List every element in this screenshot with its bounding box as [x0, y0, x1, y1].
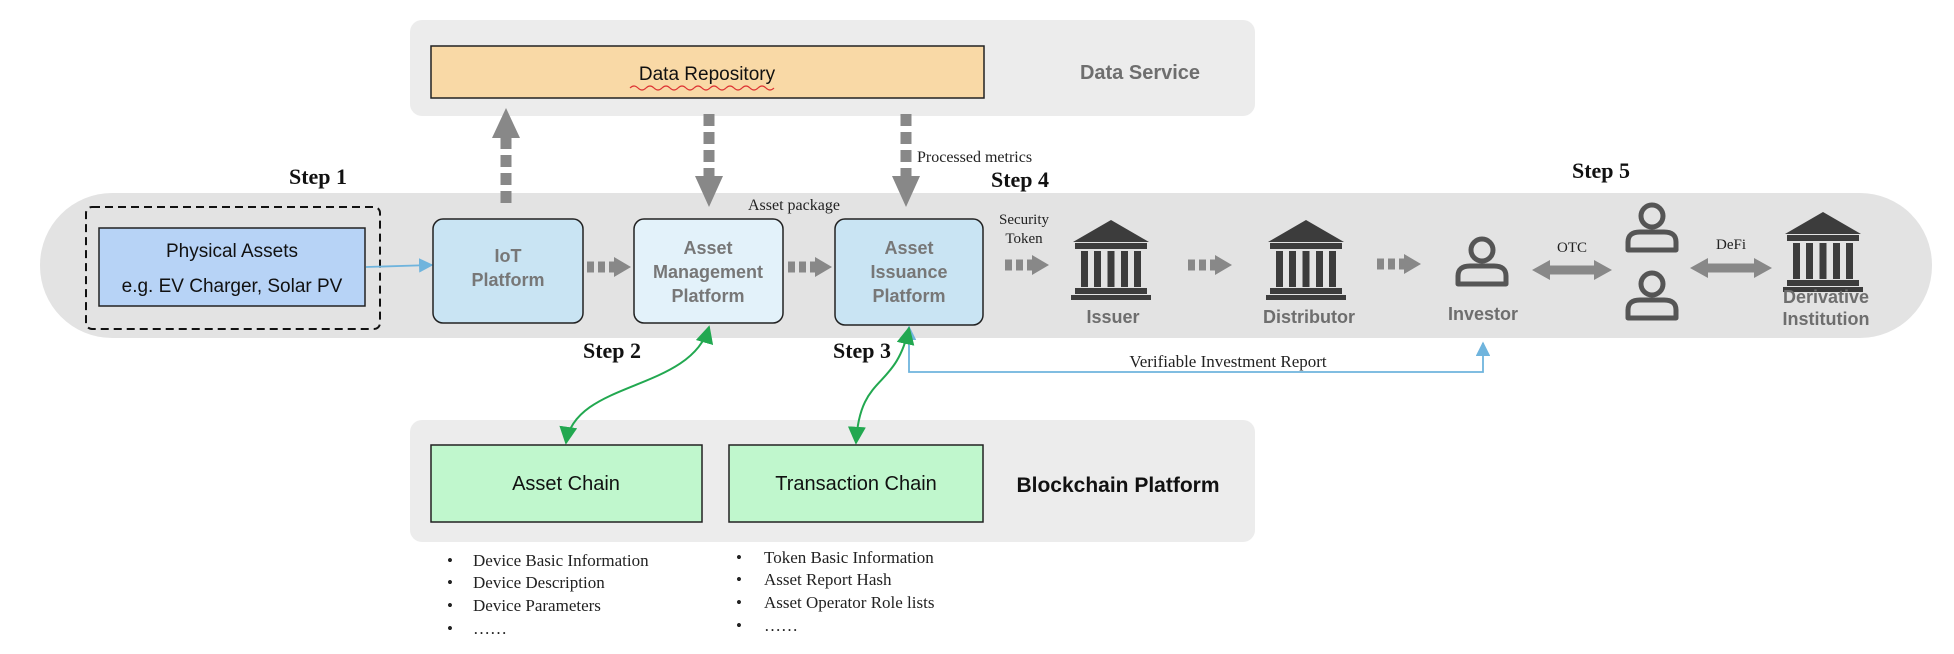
physical-assets-subtitle: e.g. EV Charger, Solar PV: [122, 276, 343, 297]
asset-management-line3: Platform: [671, 286, 744, 306]
transaction-chain-item: Asset Report Hash: [764, 570, 892, 589]
issuance-to-transaction-chain-link: [847, 326, 915, 445]
otc-double-arrow: [1532, 260, 1612, 280]
asset-management-line2: Management: [653, 262, 763, 282]
asset-chain-box: [430, 444, 703, 523]
defi-double-arrow: [1690, 258, 1772, 278]
distributor-label: Distributor: [1263, 307, 1355, 327]
investor-label: Investor: [1448, 304, 1518, 324]
list-bullet: •: [736, 593, 742, 612]
repository-to-asset-mgmt-arrow: [695, 114, 723, 207]
step1-dashed-group: [85, 206, 381, 330]
iot-platform-box: [432, 218, 584, 324]
step2-label: Step 2: [583, 338, 641, 363]
mgmt-to-asset-chain-link: [559, 325, 714, 445]
list-bullet: •: [736, 616, 742, 635]
asset-package-label: Asset package: [748, 197, 840, 214]
transaction-chain-label: Transaction Chain: [775, 473, 937, 495]
repository-to-issuance-arrow: [892, 114, 920, 207]
issuer-to-distributor-arrow: [1188, 255, 1232, 275]
transaction-chain-box: [728, 444, 984, 523]
iot-platform-line1: IoT: [495, 246, 522, 266]
list-bullet: •: [447, 596, 453, 615]
data-repository-label: Data Repository: [639, 64, 776, 85]
list-bullet: •: [447, 551, 453, 570]
issuer-label: Issuer: [1086, 307, 1139, 327]
defi-label: DeFi: [1716, 237, 1746, 253]
physical-assets-box: [98, 227, 366, 307]
transaction-chain-item: Token Basic Information: [764, 548, 934, 567]
list-bullet: •: [736, 548, 742, 567]
physical-to-iot-arrow: [365, 258, 434, 273]
transaction-chain-item: Asset Operator Role lists: [764, 593, 934, 612]
step5-label: Step 5: [1572, 158, 1630, 183]
asset-chain-label: Asset Chain: [512, 473, 620, 495]
list-bullet: •: [736, 570, 742, 589]
processed-metrics-label: Processed metrics: [917, 149, 1032, 166]
spellcheck-underline: [629, 85, 775, 91]
otc-label: OTC: [1557, 240, 1587, 256]
step3-label: Step 3: [833, 338, 891, 363]
derivative-institution-line1: Derivative: [1783, 287, 1869, 307]
blockchain-platform-label: Blockchain Platform: [1016, 474, 1219, 497]
asset-chain-item-list: • Device Basic Information • Device Desc…: [447, 551, 649, 638]
security-token-line2: Token: [1005, 231, 1043, 247]
issuance-to-issuer-arrow: [1005, 255, 1049, 275]
distributor-to-investor-arrow: [1377, 254, 1421, 274]
transaction-chain-item-list: • Token Basic Information • Asset Report…: [736, 548, 934, 635]
derivative-institution-line2: Institution: [1783, 309, 1870, 329]
asset-issuance-line3: Platform: [872, 286, 945, 306]
list-bullet: •: [447, 573, 453, 592]
asset-management-platform-box: [633, 218, 784, 324]
mgmt-to-issuance-arrow: [788, 257, 832, 277]
asset-chain-item: Device Parameters: [473, 596, 601, 615]
security-token-line1: Security: [999, 212, 1049, 228]
transaction-chain-item: ……: [764, 616, 798, 635]
asset-chain-item: Device Description: [473, 573, 605, 592]
physical-assets-title: Physical Assets: [166, 241, 298, 262]
iot-platform-line2: Platform: [471, 270, 544, 290]
step4-label: Step 4: [991, 167, 1049, 192]
asset-issuance-line2: Issuance: [870, 262, 947, 282]
asset-issuance-platform-box: [834, 218, 984, 326]
asset-management-line1: Asset: [683, 238, 732, 258]
list-bullet: •: [447, 619, 453, 638]
iot-to-repository-arrow: [492, 108, 520, 203]
step1-label: Step 1: [289, 164, 347, 189]
data-service-label: Data Service: [1080, 62, 1200, 84]
iot-to-mgmt-arrow: [587, 257, 631, 277]
verifiable-report-label: Verifiable Investment Report: [1129, 352, 1327, 371]
asset-issuance-line1: Asset: [884, 238, 933, 258]
asset-chain-item: Device Basic Information: [473, 551, 649, 570]
asset-chain-item: ……: [473, 619, 507, 638]
